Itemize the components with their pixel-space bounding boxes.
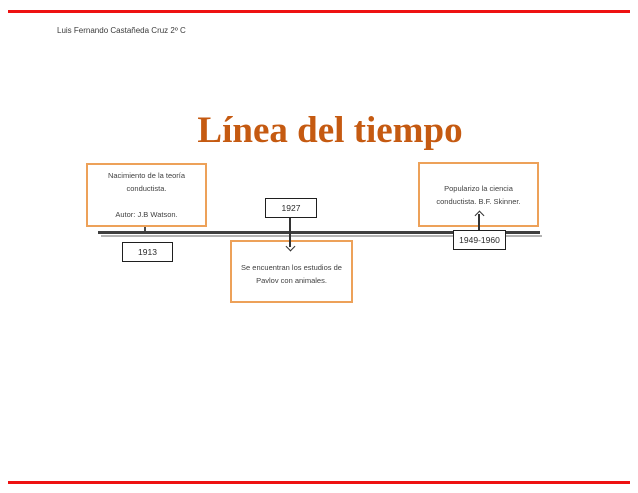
arrow-up-line <box>478 214 480 231</box>
event-box-pavlov: Se encuentran los estudios de Pavlov con… <box>230 240 353 303</box>
date-label-1913: 1913 <box>138 247 157 257</box>
bottom-red-rule <box>8 481 630 484</box>
event-text-watson: Nacimiento de la teoría conductista. Aut… <box>107 171 186 219</box>
date-box-1927: 1927 <box>265 198 317 218</box>
date-label-1927: 1927 <box>281 203 301 213</box>
date-box-1913: 1913 <box>122 242 173 262</box>
timeline-axis-shadow <box>101 235 542 237</box>
connector-watson <box>144 227 146 233</box>
slide-title: Línea del tiempo <box>197 110 463 151</box>
event-box-watson: Nacimiento de la teoría conductista. Aut… <box>86 163 207 227</box>
event-text-pavlov: Se encuentran los estudios de Pavlov con… <box>241 263 342 285</box>
date-label-1949-1960: 1949-1960 <box>459 235 500 245</box>
date-box-1949-1960: 1949-1960 <box>453 230 506 250</box>
author-text: Luis Fernando Castañeda Cruz 2º C <box>57 26 186 35</box>
timeline-axis <box>98 231 540 234</box>
arrow-down-line <box>289 218 291 247</box>
event-text-skinner: Popularizo la ciencia conductista. B.F. … <box>436 183 521 206</box>
top-red-rule <box>8 10 630 13</box>
